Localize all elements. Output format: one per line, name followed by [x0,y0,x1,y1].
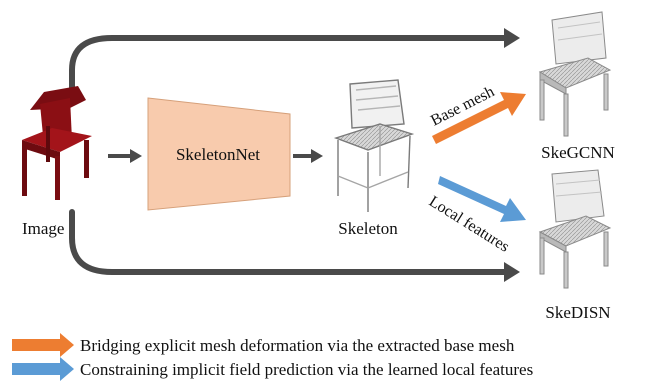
legend: Bridging explicit mesh deformation via t… [12,333,533,381]
skegcnn-chair-image [538,11,612,137]
legend-blue-text: Constraining implicit field prediction v… [80,360,533,379]
legend-item-orange: Bridging explicit mesh deformation via t… [12,333,515,357]
skedisn-chair-image [538,169,612,289]
top-flow-arrowhead [504,28,520,48]
legend-item-blue: Constraining implicit field prediction v… [12,357,533,381]
input-label: Image [22,219,64,238]
skeleton-label: Skeleton [338,219,398,238]
local-features-arrow [438,176,526,222]
skegcnn-label: SkeGCNN [541,143,615,162]
skeletonnet-label: SkeletonNet [176,145,260,164]
bottom-flow-arrowhead [504,262,520,282]
skeleton-chair-image [333,79,415,212]
skedisn-label: SkeDISN [545,303,610,322]
arrow-net-to-skeleton-head [311,149,323,163]
local-features-label: Local features [426,193,512,256]
arrow-image-to-net-head [130,149,142,163]
skeletonnet-block [147,97,291,211]
legend-blue-arrow-icon [12,357,74,381]
base-mesh-arrow [432,92,526,144]
legend-orange-arrow-icon [12,333,74,357]
input-chair-image [22,86,92,200]
bottom-flow-arrow [69,209,511,275]
legend-orange-text: Bridging explicit mesh deformation via t… [80,336,515,355]
top-flow-arrow [69,35,511,105]
